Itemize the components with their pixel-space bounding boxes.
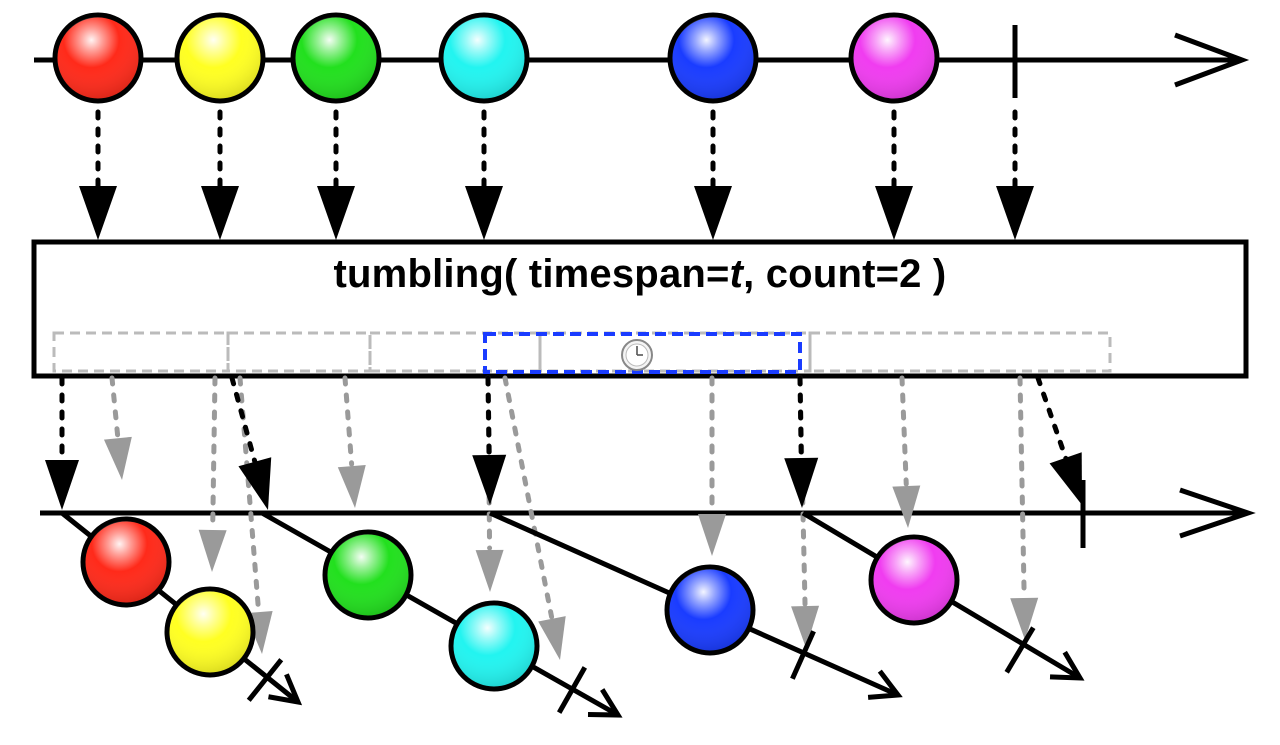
routed-arrow-shaft — [899, 375, 909, 487]
operator-prefix: tumbling( timespan= — [333, 252, 730, 296]
input-arrow-head — [79, 186, 117, 240]
active-window-outline — [483, 332, 802, 374]
routed-arrow-head — [337, 465, 366, 508]
input-arrow-head — [996, 186, 1034, 240]
window-4-marble-magenta — [868, 534, 960, 626]
window-open-arrow-head — [784, 457, 819, 508]
window-completion-tick — [1004, 626, 1036, 674]
routed-arrow-head — [698, 514, 726, 556]
operator-suffix: , count=2 ) — [743, 252, 947, 296]
window-open-arrow-shaft — [797, 375, 804, 465]
window-outline — [368, 331, 542, 373]
input-arrow-head — [875, 186, 913, 240]
window-open-arrow-shaft — [485, 375, 492, 462]
window-completion-tick — [246, 658, 284, 702]
source-marble-green — [290, 12, 382, 104]
routed-arrow-head — [103, 436, 132, 480]
source-marble-yellow — [174, 12, 266, 104]
window-2-marble-cyan — [448, 600, 540, 692]
window-3-marble-blue — [664, 564, 756, 656]
source-marble-cyan — [438, 12, 530, 104]
routed-arrow-head — [475, 549, 504, 592]
window-outline — [226, 331, 372, 373]
routed-arrow-head — [892, 485, 921, 528]
window-open-arrow-head — [472, 454, 507, 505]
output-timeline — [40, 480, 1256, 548]
window-open-arrow-head — [45, 460, 79, 510]
input-arrow-head — [317, 186, 355, 240]
input-arrow-head — [694, 186, 732, 240]
clock-icon — [621, 339, 653, 371]
routed-arrow-head — [791, 605, 820, 648]
operator-param: t — [729, 252, 744, 296]
window-1-marble-yellow — [164, 586, 256, 678]
window-outline — [808, 331, 1112, 373]
input-arrow-head — [201, 186, 239, 240]
routed-arrow-shaft — [210, 375, 218, 531]
window-completion-tick — [790, 630, 816, 680]
window-stream-2 — [260, 510, 623, 718]
routed-arrow-shaft — [502, 375, 555, 620]
routed-arrow-head — [538, 616, 566, 660]
window-1-marble-red — [80, 516, 172, 608]
window-2-marble-green — [322, 529, 414, 621]
window-open-arrow-shaft — [1035, 375, 1070, 465]
routed-arrow-shaft — [342, 375, 355, 467]
window-completion-tick — [556, 666, 588, 714]
window-open-arrow-head — [1049, 452, 1082, 505]
routed-arrow-shaft — [109, 375, 121, 439]
input-arrow-head — [465, 186, 503, 240]
window-open-arrow-head — [238, 457, 272, 510]
routed-arrow-shaft — [1017, 375, 1027, 599]
window-open-arrow-shaft — [229, 375, 259, 469]
source-marble-blue — [667, 12, 759, 104]
source-marble-magenta — [848, 12, 940, 104]
routed-arrow-head — [198, 529, 227, 572]
routed-arrow-head — [1010, 597, 1039, 640]
source-marble-red — [52, 12, 144, 104]
operator-label: tumbling( timespan=t, count=2 ) — [34, 252, 1246, 297]
